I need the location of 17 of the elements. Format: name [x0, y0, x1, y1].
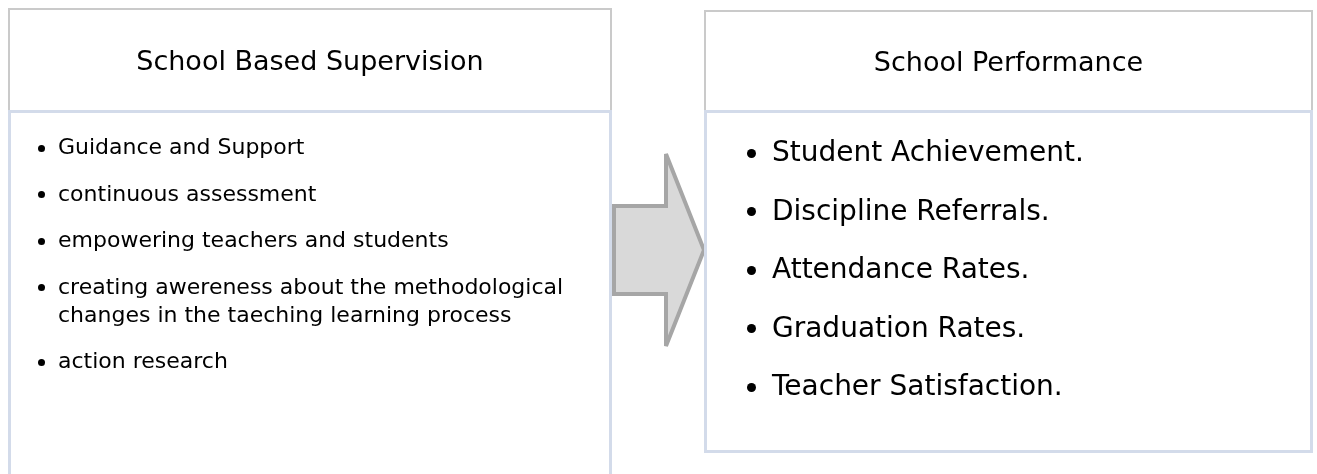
list-item: continuous assessment [58, 179, 318, 208]
header-title: School Based Supervision [136, 44, 484, 76]
list-item: Discipline Referrals. [772, 193, 1051, 228]
list-item: Guidance and Support [58, 133, 306, 161]
list-item: Attendance Rates. [772, 252, 1031, 287]
list-item: empowering teachers and students [58, 226, 450, 254]
list-item: creating awereness about the methodological changes in the taeching learning process [58, 272, 565, 329]
block-arrow [612, 152, 707, 348]
header-box [8, 8, 612, 112]
list-item: action research [58, 347, 229, 375]
header-title: School Performance [873, 45, 1144, 77]
list-item: Teacher Satisfaction. [772, 369, 1064, 404]
list-item: Graduation Rates. [772, 310, 1027, 345]
header-box [704, 10, 1313, 112]
bullet-list-box [8, 110, 612, 474]
bullet-list-box [704, 110, 1313, 453]
list-item: Student Achievement. [772, 135, 1085, 169]
